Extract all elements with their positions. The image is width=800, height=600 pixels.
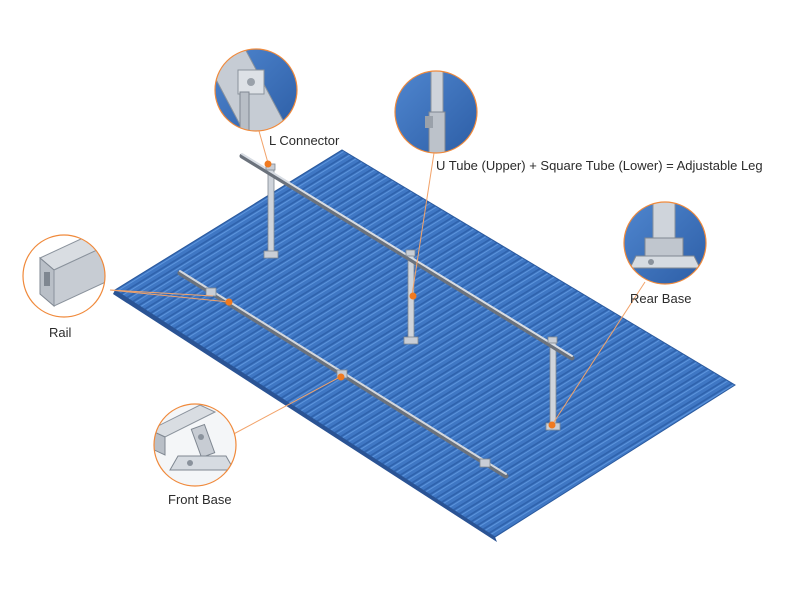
rear-base-callout: [623, 201, 707, 285]
l-connector-label: L Connector: [269, 133, 340, 148]
front-base-label: Front Base: [168, 492, 232, 507]
adjustable-leg-label: U Tube (Upper) + Square Tube (Lower) = A…: [436, 158, 763, 173]
roof-front-edge: [113, 290, 497, 542]
marker-dots: [225, 160, 556, 429]
leader-lines: [109, 130, 646, 438]
rail-callout: [22, 234, 106, 318]
rear-base-label: Rear Base: [630, 291, 692, 306]
adjustable-leg-callout: [394, 70, 478, 154]
front-base-callout: [153, 403, 237, 487]
l-connector: [265, 163, 558, 344]
rail-label: Rail: [49, 325, 72, 340]
l-connector-callout: [214, 48, 298, 132]
